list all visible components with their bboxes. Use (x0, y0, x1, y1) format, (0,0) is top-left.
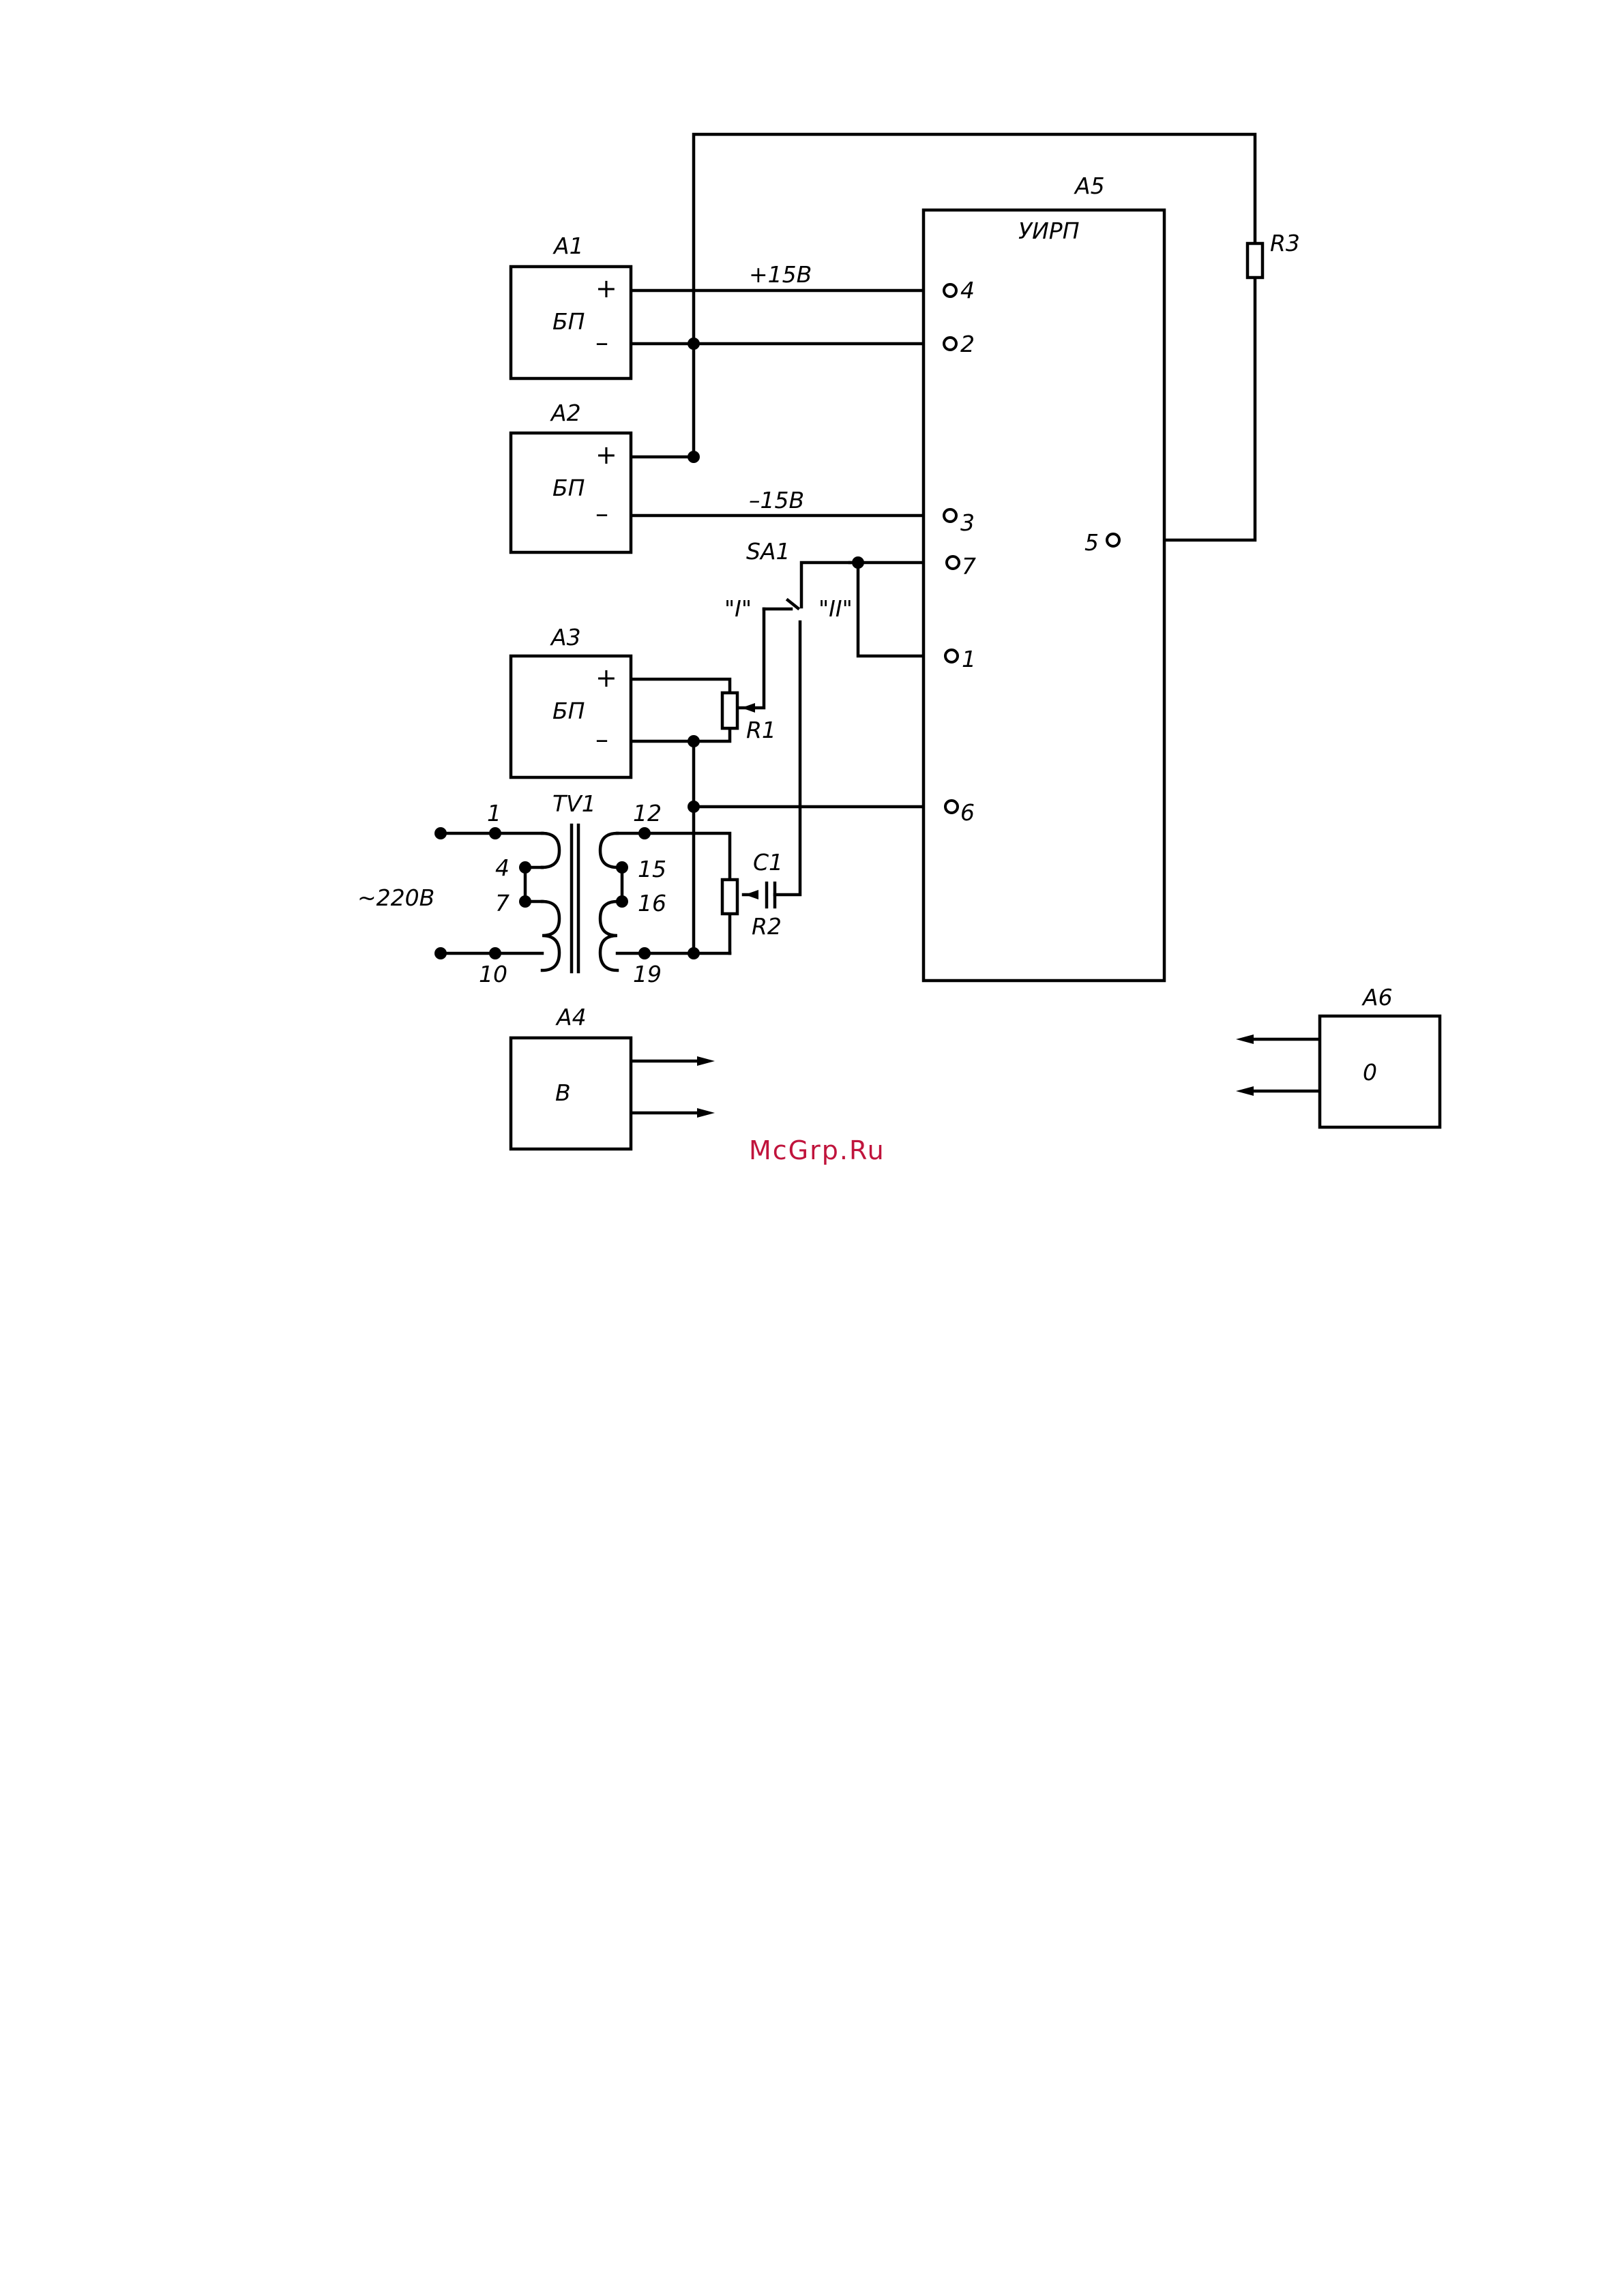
pin-label-3: 3 (960, 509, 975, 536)
unit-a5-ref: A5 (1074, 173, 1105, 199)
pin-label-5: 5 (1084, 529, 1099, 556)
resistor-r3-body (1247, 243, 1263, 278)
unit-a4-box (511, 1038, 631, 1149)
pin-label-4: 4 (960, 277, 975, 303)
tv1-pin-12: 12 (633, 800, 662, 826)
tv1-pin-7: 7 (495, 890, 510, 916)
pin-label-6: 6 (960, 799, 975, 826)
switch-position-1: "I" (724, 595, 752, 622)
unit-a4-label: В (555, 1079, 571, 1106)
unit-a1-plus: + (595, 273, 617, 303)
voltage-mains: ~220В (357, 884, 434, 911)
tv1-pin-16: 16 (638, 890, 666, 916)
unit-a3-label: БП (552, 698, 585, 724)
unit-a2-ref: A2 (550, 400, 581, 426)
component-tv1-label: TV1 (552, 790, 596, 817)
voltage-minus15: –15В (749, 487, 804, 513)
voltage-plus15: +15В (749, 261, 812, 288)
pin-label-7: 7 (962, 553, 976, 580)
resistor-r1-body (722, 693, 737, 728)
unit-a3-minus: – (595, 724, 608, 754)
capacitor-c1-symbol (767, 883, 775, 907)
tv1-pin-10: 10 (479, 961, 507, 987)
unit-a2-plus: + (595, 440, 617, 470)
unit-a6-box (1320, 1016, 1440, 1127)
resistor-r2-body (722, 880, 737, 914)
unit-a5-label: УИРП (1018, 218, 1080, 244)
pin-label-2: 2 (960, 331, 975, 357)
tv1-pin-15: 15 (638, 856, 666, 882)
unit-a1-label: БП (552, 308, 585, 335)
tv1-pin-1: 1 (487, 800, 501, 826)
unit-a6-label: 0 (1363, 1059, 1377, 1086)
component-c1-label: C1 (753, 849, 783, 876)
pin-label-1: 1 (962, 646, 976, 672)
watermark: McGrp.Ru (749, 1135, 885, 1165)
unit-a6-ref: A6 (1361, 984, 1393, 1011)
unit-a2-label: БП (552, 475, 585, 501)
unit-a3-ref: A3 (550, 624, 581, 651)
unit-a4-ref: A4 (555, 1004, 587, 1030)
unit-a1-minus: – (595, 327, 608, 357)
component-sa1-label: SA1 (746, 538, 791, 565)
unit-a2-minus: – (595, 498, 608, 528)
tv1-pin-19: 19 (633, 961, 662, 987)
component-r2-label: R2 (752, 913, 782, 940)
unit-a3-plus: + (595, 663, 617, 693)
transformer-tv1-symbol (542, 825, 617, 972)
switch-position-2: "II" (818, 595, 853, 622)
unit-a5-box (924, 210, 1164, 981)
unit-a1-ref: A1 (552, 233, 584, 259)
component-r3-label: R3 (1270, 230, 1300, 256)
tv1-pin-4: 4 (495, 854, 510, 881)
component-r1-label: R1 (746, 717, 776, 743)
